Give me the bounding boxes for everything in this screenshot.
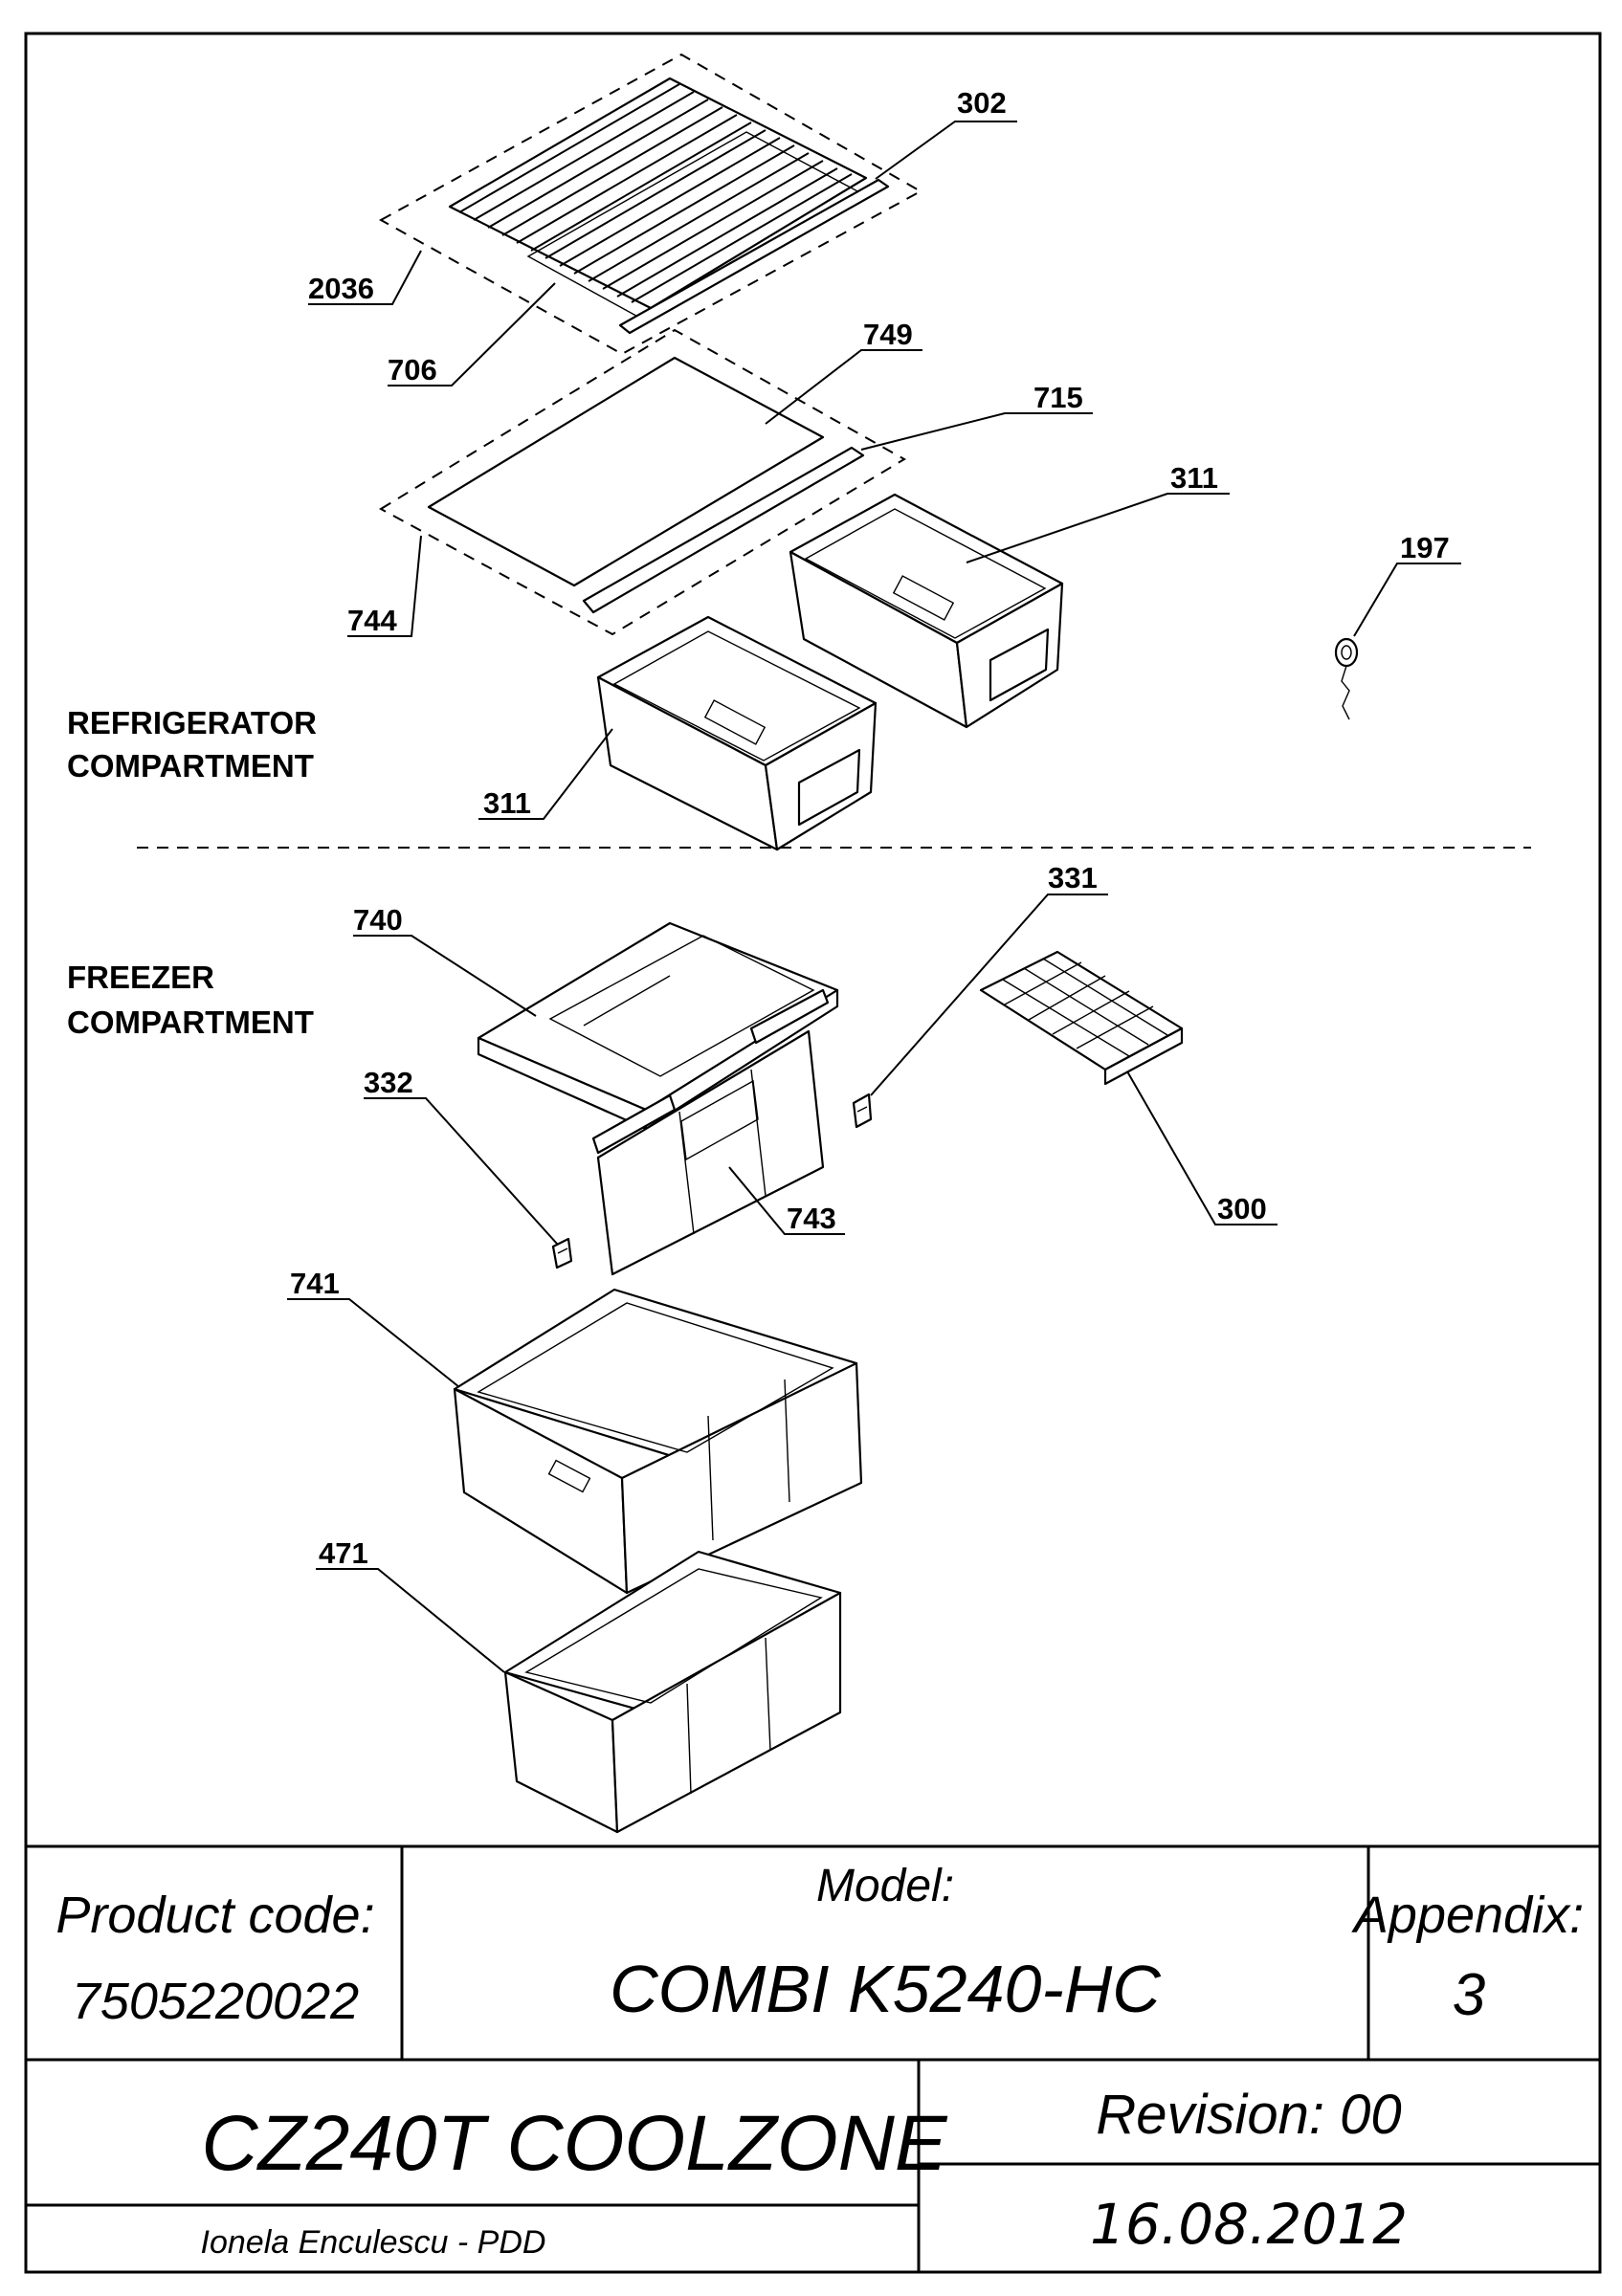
- section-freezer-line2: COMPARTMENT: [67, 1004, 314, 1040]
- crisper-drawer-311-right: [789, 493, 1064, 729]
- hinge-clip-331: [852, 1093, 873, 1129]
- revision-date: 16.08.2012: [1090, 2192, 1408, 2257]
- callout-311-right: 311: [1170, 461, 1218, 495]
- callout-331: 331: [1048, 861, 1098, 894]
- author: Ionela Enculescu - PDD: [201, 2224, 546, 2261]
- wire-shelf-bars: [458, 83, 853, 303]
- appendix-value: 3: [1453, 1962, 1485, 2028]
- callout-311-left: 311: [483, 786, 531, 820]
- leader-lines: [287, 121, 1461, 1673]
- profile-302: [618, 178, 890, 335]
- product-code-value: 7505220022: [72, 1973, 359, 2030]
- freezer-drawer-471: [503, 1550, 842, 1834]
- callout-715: 715: [1033, 381, 1083, 414]
- freezer-flap-743: [596, 1029, 825, 1276]
- crisper-drawer-311-left: [596, 615, 878, 851]
- callout-302: 302: [957, 86, 1007, 120]
- callout-744: 744: [347, 604, 397, 637]
- callout-471: 471: [319, 1536, 368, 1570]
- glass-shelf-dashed-outline: [378, 328, 906, 636]
- title-block: Product code: 7505220022 Model: COMBI K5…: [26, 1844, 1600, 2272]
- ice-tray-300: [979, 950, 1184, 1086]
- section-refrigerator-line2: COMPARTMENT: [67, 748, 314, 784]
- callout-300: 300: [1217, 1192, 1267, 1225]
- freezer-drawer-741: [453, 1288, 863, 1595]
- glass-plate-749: [427, 356, 825, 587]
- callout-2036: 2036: [308, 272, 374, 305]
- drawing-name: CZ240T COOLZONE: [201, 2100, 947, 2187]
- glass-profile-715: [582, 446, 865, 614]
- drawing-frame: [24, 32, 1602, 2274]
- callout-labels: 302 2036 706 749 715 311 197 744 311 331…: [290, 86, 1450, 1570]
- section-refrigerator-line1: REFRIGERATOR: [67, 705, 317, 740]
- product-code-label: Product code:: [56, 1887, 374, 1944]
- revision-label: Revision: 00: [1096, 2084, 1401, 2146]
- callout-332: 332: [364, 1066, 413, 1099]
- glass-shelf-assembly: [378, 328, 906, 636]
- hinge-clip-332: [551, 1237, 573, 1269]
- shelf-assembly-dashed-outline: [378, 53, 923, 356]
- model-value: COMBI K5240-HC: [610, 1952, 1161, 2026]
- callout-749: 749: [863, 318, 913, 351]
- wire-shelf-assembly: [378, 53, 923, 356]
- callout-706: 706: [388, 353, 437, 386]
- appendix-label: Appendix:: [1351, 1887, 1584, 1944]
- freezer-tray-740: [477, 921, 839, 1155]
- section-freezer-line1: FREEZER: [67, 960, 214, 995]
- part-197-keyring: [1334, 637, 1359, 720]
- callout-741: 741: [290, 1267, 340, 1300]
- callout-740: 740: [353, 903, 403, 937]
- callout-197: 197: [1400, 531, 1450, 564]
- model-label: Model:: [816, 1861, 954, 1911]
- callout-743: 743: [787, 1202, 836, 1235]
